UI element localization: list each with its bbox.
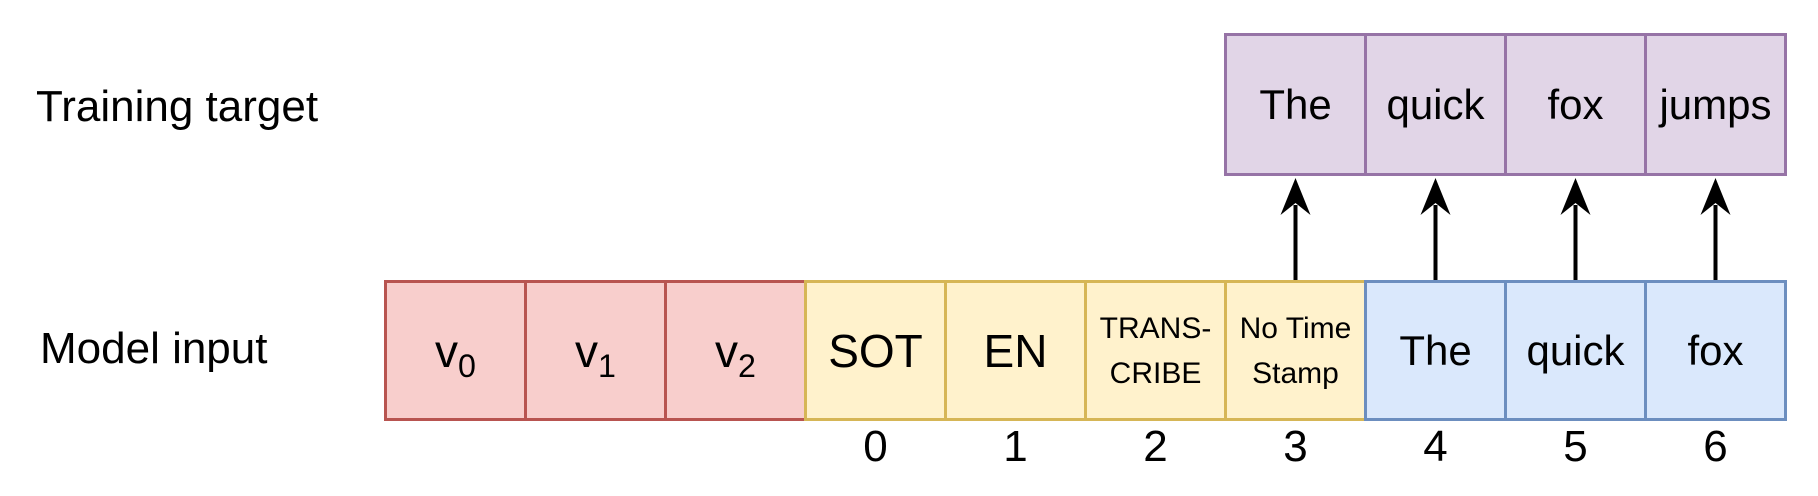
audio-embedding-symbol: v1: [575, 324, 616, 384]
position-number: 5: [1563, 422, 1588, 471]
target-token-cell: quick: [1364, 33, 1507, 176]
target-token-cell: The: [1224, 33, 1367, 176]
position-number: 2: [1143, 422, 1168, 471]
position-number: 0: [863, 422, 888, 471]
token-text-line: Stamp: [1252, 356, 1339, 390]
input-token-cell: fox: [1644, 280, 1787, 421]
input-token-cell: EN: [944, 280, 1087, 421]
input-token-cell: SOT: [804, 280, 947, 421]
model-input-label: Model input: [40, 324, 268, 373]
token-text-line: TRANS-: [1099, 311, 1212, 345]
input-token-cell: quick: [1504, 280, 1647, 421]
prediction-arrow: [1280, 178, 1311, 280]
prediction-arrow: [1420, 178, 1451, 280]
audio-embedding-symbol: v2: [715, 324, 756, 384]
token-text-line: No Time: [1239, 311, 1352, 345]
position-number: 6: [1703, 422, 1728, 471]
prediction-arrow: [1700, 178, 1731, 280]
prediction-arrow: [1560, 178, 1591, 280]
token-text-line: CRIBE: [1109, 356, 1202, 390]
input-token-cell: v1: [524, 280, 667, 421]
input-token-cell: The: [1364, 280, 1507, 421]
input-token-cell: v0: [384, 280, 527, 421]
training-target-label: Training target: [36, 82, 319, 131]
position-number: 3: [1283, 422, 1308, 471]
position-number: 4: [1423, 422, 1448, 471]
position-number: 1: [1003, 422, 1028, 471]
target-token-cell: fox: [1504, 33, 1647, 176]
input-token-cell: TRANS- CRIBE: [1084, 280, 1227, 421]
input-token-cell: v2: [664, 280, 807, 421]
audio-embedding-symbol: v0: [435, 324, 476, 384]
target-token-cell: jumps: [1644, 33, 1787, 176]
